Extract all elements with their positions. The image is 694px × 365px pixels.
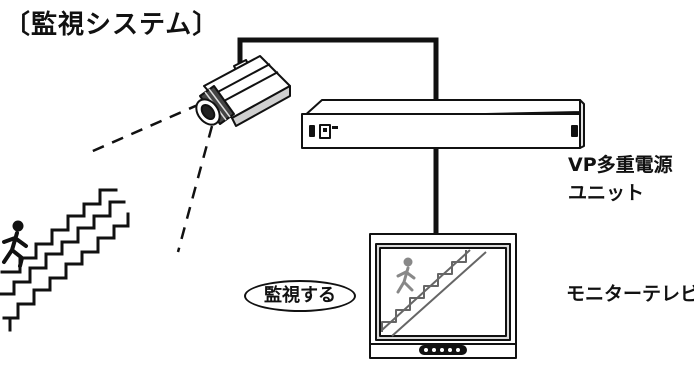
screen-person [396, 257, 416, 294]
camera-view-lines [85, 102, 214, 253]
camera-cable [237, 37, 439, 100]
power-unit-label-line2: ユニット [568, 182, 645, 204]
power-unit-icon [301, 99, 585, 149]
power-unit-label-line1: VP多重電源 [568, 154, 673, 176]
tv-label: モニターテレビ [566, 283, 694, 305]
diagram-title: 〔監視システム〕 [4, 10, 220, 40]
monitoring-bubble: 監視する [244, 280, 356, 312]
running-person-icon [2, 220, 28, 268]
screen-staircase [381, 249, 487, 337]
camera-icon [195, 55, 291, 127]
staircase-icon [0, 188, 130, 332]
tv-monitor-icon [369, 233, 517, 359]
